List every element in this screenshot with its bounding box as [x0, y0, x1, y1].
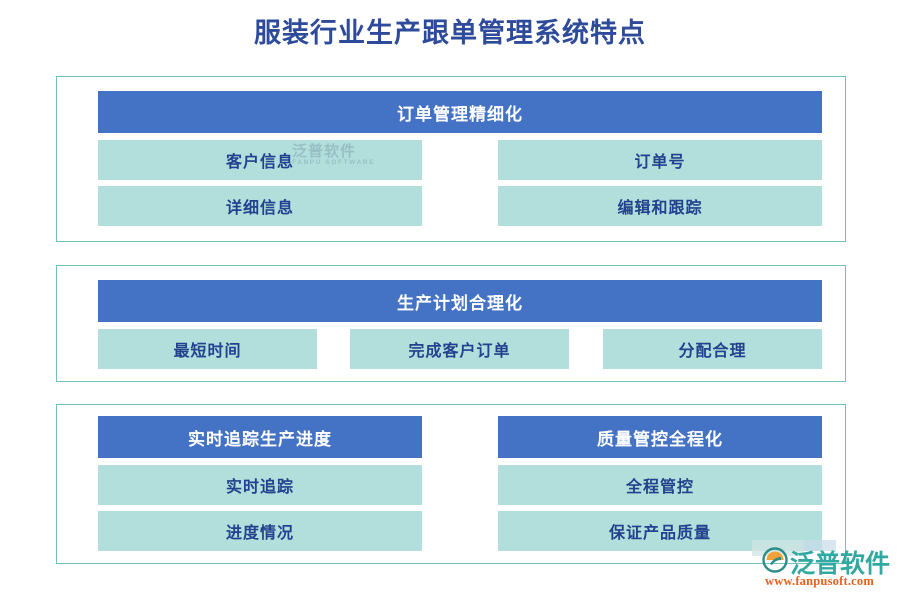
- fanpu-circle-logo-icon: [762, 547, 788, 573]
- section-3-group-b-item-full-process-control[interactable]: 全程管控: [498, 465, 822, 505]
- section-1-header[interactable]: 订单管理精细化: [98, 91, 822, 133]
- section-tracking-and-quality: 实时追踪生产进度 实时追踪 进度情况 质量管控全程化 全程管控 保证产品质量: [56, 404, 846, 564]
- section-1-item-detail-info[interactable]: 详细信息: [98, 186, 422, 226]
- section-1-item-order-number[interactable]: 订单号: [498, 140, 822, 180]
- section-1-item-customer-info[interactable]: 客户信息: [98, 140, 422, 180]
- page-title: 服装行业生产跟单管理系统特点: [254, 18, 646, 48]
- section-3-group-a-item-progress-status[interactable]: 进度情况: [98, 511, 422, 551]
- section-2-item-reasonable-allocation[interactable]: 分配合理: [603, 329, 822, 369]
- logo-decoration-block-blue: [802, 540, 836, 551]
- section-order-management: 订单管理精细化 客户信息 订单号 详细信息 编辑和跟踪: [56, 76, 846, 242]
- section-production-plan: 生产计划合理化 最短时间 完成客户订单 分配合理: [56, 265, 846, 382]
- section-2-item-shortest-time[interactable]: 最短时间: [98, 329, 317, 369]
- section-1-item-edit-and-track[interactable]: 编辑和跟踪: [498, 186, 822, 226]
- section-2-item-complete-customer-order[interactable]: 完成客户订单: [350, 329, 569, 369]
- section-2-header[interactable]: 生产计划合理化: [98, 280, 822, 322]
- section-3-group-a-item-realtime-tracking[interactable]: 实时追踪: [98, 465, 422, 505]
- logo-website-url: www.fanpusoft.com: [765, 574, 874, 588]
- section-3-group-a-header[interactable]: 实时追踪生产进度: [98, 416, 422, 458]
- section-3-group-b-item-ensure-product-quality[interactable]: 保证产品质量: [498, 511, 822, 551]
- section-3-group-b-header[interactable]: 质量管控全程化: [498, 416, 822, 458]
- logo-company-name: 泛普软件: [790, 550, 891, 578]
- brand-logo[interactable]: 泛普软件 www.fanpusoft.com: [752, 540, 896, 592]
